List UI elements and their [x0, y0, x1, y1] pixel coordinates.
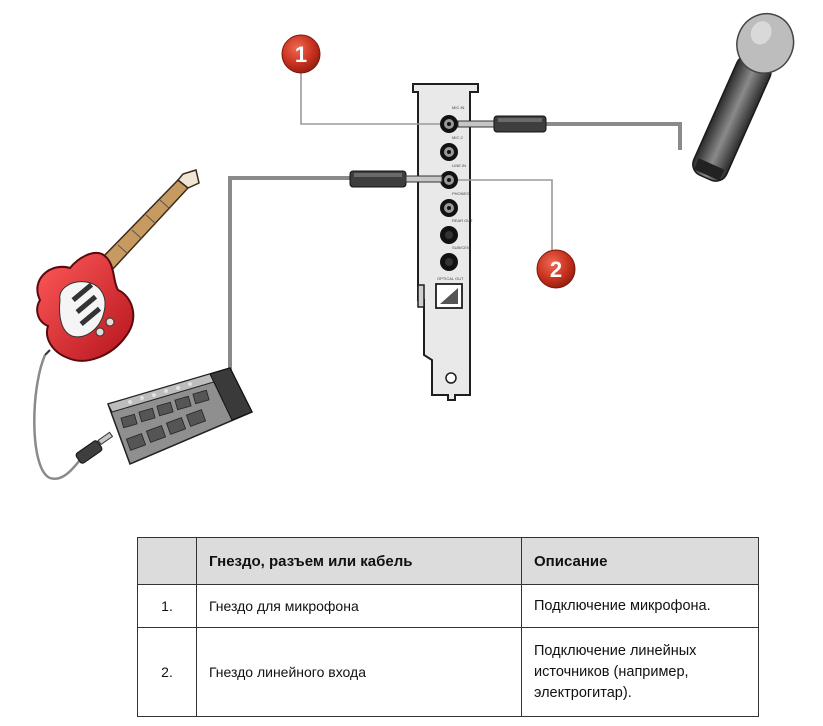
- port-label-rear-out: REAR OUT: [452, 218, 473, 223]
- port-label-optical-out: OPTICAL OUT: [437, 276, 464, 281]
- callout-2-leader: [458, 179, 553, 250]
- port-label-phones: PHONES: [452, 191, 469, 196]
- callout-number-1: 1: [295, 42, 307, 67]
- sub-cen-jack[interactable]: [440, 253, 458, 271]
- callout-1-leader: [300, 70, 440, 125]
- row-description: Подключение линейных источников (наприме…: [521, 627, 759, 717]
- line-in-jack[interactable]: [440, 171, 458, 189]
- microphone: [692, 12, 795, 182]
- microphone-grille: [736, 12, 795, 74]
- callout-number-2: 2: [550, 257, 562, 282]
- mic2-jack[interactable]: [440, 143, 458, 161]
- rear-out-jack[interactable]: [440, 226, 458, 244]
- row-jack: Гнездо линейного входа: [196, 627, 522, 717]
- sound-card-bracket: MIC IN MIC 2 LINE IN PHONES REAR OUT SUB…: [412, 83, 479, 401]
- row-jack: Гнездо для микрофона: [196, 584, 522, 628]
- table-row: 1. Гнездо для микрофона Подключение микр…: [137, 584, 759, 628]
- guitar-cable: [228, 176, 350, 380]
- mic-cable: [545, 122, 682, 150]
- connection-diagram: MIC IN MIC 2 LINE IN PHONES REAR OUT SUB…: [33, 12, 795, 481]
- header-number: [137, 537, 197, 585]
- mic-plug: [457, 115, 547, 133]
- guitar-cord-plug: [75, 431, 114, 464]
- port-label-mic2: MIC 2: [452, 135, 463, 140]
- jack-description-table: Гнездо, разъем или кабель Описание 1. Гн…: [137, 537, 759, 717]
- table-row: 2. Гнездо линейного входа Подключение ли…: [137, 627, 759, 717]
- callout-badge-2: 2: [536, 249, 576, 289]
- guitar-cord: [33, 354, 81, 481]
- mic-in-jack[interactable]: [440, 115, 458, 133]
- table-header-row: Гнездо, разъем или кабель Описание: [137, 537, 759, 585]
- electric-guitar: [36, 169, 200, 362]
- row-description: Подключение микрофона.: [521, 584, 759, 628]
- row-number: 2.: [137, 627, 197, 717]
- effects-pedal: [107, 367, 254, 465]
- port-label-mic-in: MIC IN: [452, 105, 465, 110]
- callout-badge-1: 1: [281, 34, 321, 74]
- optical-out-port[interactable]: [435, 283, 463, 309]
- port-label-sub-cen: SUB/CEN: [452, 245, 470, 250]
- port-label-line-in: LINE IN: [452, 163, 466, 168]
- row-number: 1.: [137, 584, 197, 628]
- header-jack: Гнездо, разъем или кабель: [196, 537, 522, 585]
- bracket-screw-hole: [445, 372, 457, 384]
- line-in-plug: [349, 170, 443, 188]
- header-description: Описание: [521, 537, 759, 585]
- phones-jack[interactable]: [440, 199, 458, 217]
